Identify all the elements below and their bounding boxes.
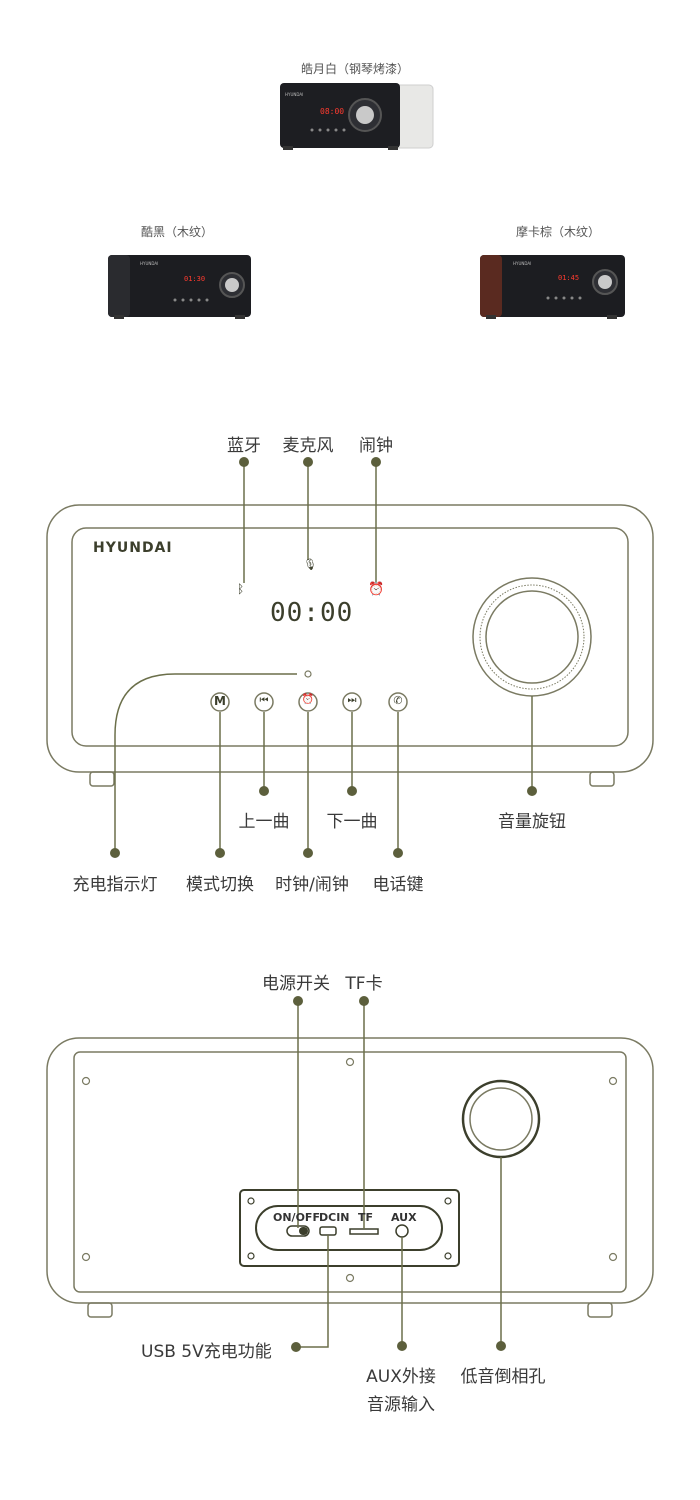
- callout-aux-line1: AUX外接: [366, 1367, 436, 1387]
- callout-charge-indicator: 充电指示灯: [72, 875, 158, 895]
- variant-label: 酷黑（木纹）: [140, 225, 213, 239]
- alarm-clock-icon[interactable]: ⏰: [301, 694, 315, 705]
- callout-volume-knob: 音量旋钮: [498, 812, 566, 832]
- speaker-image-black: 01:30 HYUNDAI: [108, 255, 251, 319]
- callout-bass-port: 低音倒相孔: [460, 1367, 546, 1387]
- alarm-icon: ⏰: [368, 582, 385, 597]
- callout-prev-track: 上一曲: [238, 812, 290, 832]
- callout-microphone: 麦克风: [282, 436, 334, 456]
- callout-clock-alarm: 时钟/闹钟: [275, 875, 349, 895]
- port-label-aux: AUX: [391, 1211, 417, 1224]
- microphone-icon: 🎙: [303, 558, 317, 571]
- svg-text:HYUNDAI: HYUNDAI: [285, 92, 303, 97]
- callout-power-switch: 电源开关: [262, 974, 330, 994]
- speaker-image-white: 08:00 HYUNDAI: [280, 83, 434, 150]
- port-label-dcin: DCIN: [319, 1211, 350, 1224]
- bluetooth-icon: ᛒ: [237, 582, 245, 596]
- svg-text:HYUNDAI: HYUNDAI: [513, 261, 531, 266]
- brand-logo: HYUNDAI: [93, 540, 173, 556]
- speaker-image-brown: 01:45 HYUNDAI: [480, 255, 625, 319]
- next-track-icon[interactable]: ⏭: [347, 695, 357, 706]
- callout-aux-line2: 音源输入: [367, 1395, 435, 1415]
- svg-text:01:30: 01:30: [184, 275, 205, 283]
- port-label-onoff: ON/OFF: [273, 1211, 320, 1224]
- port-label-tf: TF: [358, 1211, 374, 1224]
- callout-tf-card: TF卡: [345, 974, 383, 994]
- callout-alarm: 闹钟: [359, 436, 393, 456]
- variant-display: 08:00: [320, 107, 344, 116]
- clock-display: 00:00: [270, 598, 354, 628]
- callout-bluetooth: 蓝牙: [227, 436, 261, 456]
- callout-usb-charging: USB 5V充电功能: [141, 1342, 272, 1362]
- prev-track-icon[interactable]: ⏮: [259, 695, 269, 706]
- callout-mode-switch: 模式切换: [186, 875, 254, 895]
- callout-next-track: 下一曲: [326, 812, 378, 832]
- phone-icon[interactable]: ✆: [393, 694, 403, 707]
- svg-text:HYUNDAI: HYUNDAI: [140, 261, 158, 266]
- svg-text:01:45: 01:45: [558, 274, 579, 282]
- callout-phone-key: 电话键: [372, 875, 424, 895]
- variant-label: 摩卡棕（木纹）: [515, 225, 600, 239]
- variant-label: 皓月白（钢琴烤漆）: [300, 62, 409, 76]
- mode-m-icon[interactable]: M: [214, 694, 226, 708]
